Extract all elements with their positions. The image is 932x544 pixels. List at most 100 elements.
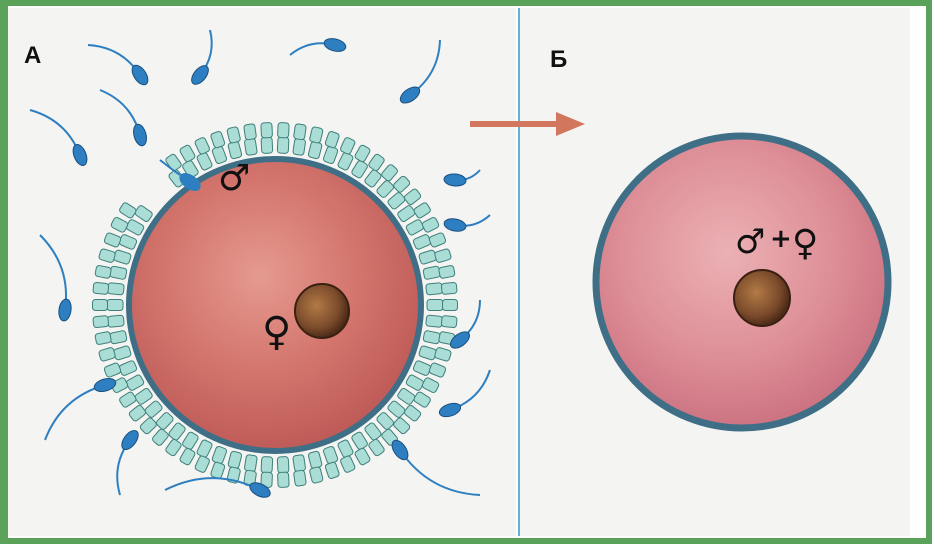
follicle-cell <box>98 248 115 263</box>
sperm-head <box>70 143 89 168</box>
arrow-right <box>470 112 585 136</box>
zygote-plus-sign: + <box>770 224 792 254</box>
follicle-cell <box>403 188 422 206</box>
follicle-cell <box>434 248 451 263</box>
follicle-cell <box>151 428 169 447</box>
follicle-cell <box>340 137 356 155</box>
sperm-head <box>323 37 347 54</box>
follicle-cell <box>277 122 289 138</box>
follicle-cell <box>118 234 137 250</box>
follicle-cell <box>441 282 457 294</box>
follicle-cell <box>118 360 137 376</box>
follicle-cell <box>227 126 241 143</box>
follicle-cell <box>434 347 451 362</box>
follicle-cell <box>413 234 432 250</box>
follicle-cell <box>244 138 257 155</box>
follicle-cell <box>293 124 306 140</box>
follicle-cell <box>210 461 225 479</box>
follicle-cell <box>354 144 371 162</box>
follicle-cell <box>118 202 137 219</box>
follicle-cell <box>128 404 147 422</box>
follicle-cell <box>107 283 124 296</box>
follicle-cell <box>397 387 416 405</box>
sperm-head <box>131 123 148 147</box>
follicle-cell <box>134 205 153 223</box>
follicle-cell <box>168 422 186 441</box>
follicle-cell <box>113 249 132 264</box>
follicle-cell <box>293 470 306 486</box>
follicle-cell <box>387 400 406 419</box>
follicle-cell <box>354 447 371 465</box>
follicle-cell <box>277 472 289 488</box>
follicle-cell <box>261 122 273 138</box>
follicle-cell <box>376 411 395 430</box>
follicle-cell <box>228 141 243 159</box>
follicle-cell <box>418 249 437 264</box>
follicle-cell <box>405 219 424 236</box>
follicle-cell <box>277 137 289 154</box>
sperm-head <box>438 401 463 419</box>
follicle-cell <box>413 202 432 219</box>
follicle-cell <box>93 315 109 327</box>
follicle-cell <box>421 377 439 394</box>
follicle-cell <box>134 387 153 405</box>
follicle-cell <box>308 451 323 469</box>
follicle-cell <box>196 439 213 458</box>
follicle-cell <box>428 232 446 248</box>
follicle-cell <box>441 315 457 327</box>
follicle-cell <box>95 331 112 345</box>
sperm-head <box>188 63 211 88</box>
follicle-cell <box>397 205 416 223</box>
follicle-cell <box>427 300 443 311</box>
follicle-cell <box>244 124 257 140</box>
follicle-cell <box>293 454 306 471</box>
follicle-cell <box>194 137 210 155</box>
zygote-nucleus <box>734 270 790 326</box>
female-symbol: ♀ <box>262 309 291 355</box>
follicle-cell <box>413 391 432 408</box>
follicle-cell <box>107 300 123 311</box>
follicle-cell <box>104 362 122 378</box>
follicle-cell <box>323 146 339 165</box>
follicle-cell <box>423 266 441 280</box>
follicle-cell <box>413 360 432 376</box>
follicle-cell <box>104 232 122 248</box>
follicle-cell <box>443 300 458 311</box>
follicle-cell <box>392 417 410 435</box>
follicle-cell <box>196 152 213 171</box>
follicle-cell <box>426 283 443 296</box>
follicle-cell <box>428 362 446 378</box>
follicle-cell <box>277 457 289 474</box>
follicle-cell <box>179 447 196 465</box>
panel-a-label: А <box>24 42 41 70</box>
follicle-cell <box>337 152 354 171</box>
follicle-cell <box>93 282 109 294</box>
follicle-cell <box>418 345 437 360</box>
follicle-cell <box>139 417 157 435</box>
follicle-cell <box>423 330 441 344</box>
follicle-cell <box>381 163 399 182</box>
follicle-cell <box>426 315 443 328</box>
follicle-cell <box>125 374 144 391</box>
follicle-cell <box>194 455 210 473</box>
panel-b-label: Б <box>550 46 567 74</box>
follicle-cell <box>155 411 174 430</box>
follicle-cell <box>118 391 137 408</box>
zygote-female-symbol: ♀ <box>792 223 818 264</box>
follicle-cell <box>368 153 386 172</box>
sperm-tail <box>30 110 80 155</box>
follicle-cell <box>125 219 144 236</box>
sperm-head <box>444 173 467 187</box>
follicle-cell <box>438 265 455 279</box>
sperm-tail <box>45 385 105 440</box>
follicle-cell <box>293 138 306 155</box>
follicle-cell <box>144 400 163 419</box>
follicle-cell <box>392 175 410 193</box>
follicle-cell <box>261 137 273 154</box>
follicle-cell <box>364 169 382 188</box>
follicle-cell <box>387 191 406 210</box>
follicle-cell <box>405 374 424 391</box>
follicle-cell <box>165 153 183 172</box>
follicle-cell <box>337 439 354 458</box>
